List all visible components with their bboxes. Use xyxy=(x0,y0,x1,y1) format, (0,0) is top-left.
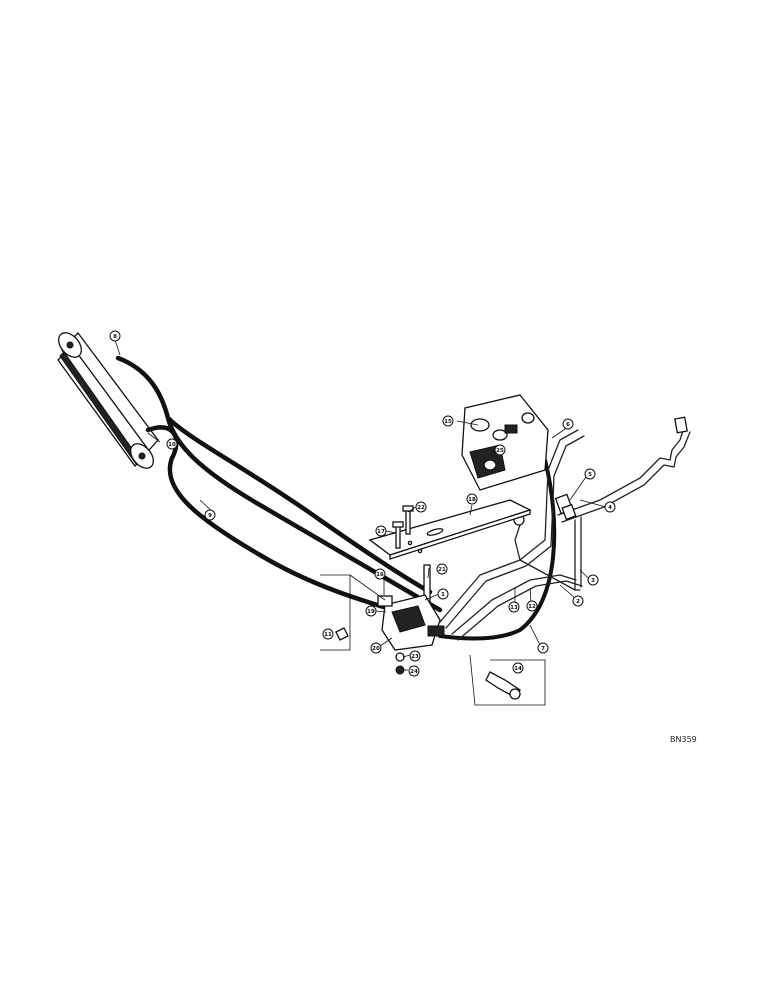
svg-text:9: 9 xyxy=(208,513,212,519)
callout-4: 4 xyxy=(604,501,616,513)
svg-text:21: 21 xyxy=(438,567,446,573)
leader-lines xyxy=(114,339,607,671)
svg-text:12: 12 xyxy=(528,604,536,610)
callout-8: 8 xyxy=(109,330,121,342)
callout-14: 14 xyxy=(512,662,524,674)
callout-17: 17 xyxy=(375,525,387,537)
callout-15-top: 15 xyxy=(442,415,454,427)
svg-text:13: 13 xyxy=(510,605,518,611)
steel-tubes xyxy=(439,427,691,641)
svg-text:25: 25 xyxy=(496,448,504,454)
callout-16: 16 xyxy=(374,568,386,580)
svg-text:8: 8 xyxy=(113,334,117,340)
callout-1: 1 xyxy=(437,588,449,600)
callout-6: 6 xyxy=(562,418,574,430)
callout-13: 13 xyxy=(508,601,520,613)
callout-22: 22 xyxy=(415,501,427,513)
callouts: 8 10 9 15 6 5 4 3 2 7 13 xyxy=(109,330,616,677)
svg-text:15: 15 xyxy=(444,419,452,425)
callout-18: 18 xyxy=(466,493,478,505)
callout-2: 2 xyxy=(572,595,584,607)
callout-9: 9 xyxy=(204,509,216,521)
svg-text:23: 23 xyxy=(411,654,419,660)
svg-text:14: 14 xyxy=(514,666,522,672)
callout-5: 5 xyxy=(584,468,596,480)
callout-12: 12 xyxy=(526,600,538,612)
svg-text:11: 11 xyxy=(324,632,332,638)
inset-box-right xyxy=(469,654,546,706)
svg-text:19: 19 xyxy=(367,609,375,615)
svg-text:2: 2 xyxy=(576,599,580,605)
callout-21: 21 xyxy=(436,563,448,575)
callout-10: 10 xyxy=(166,438,178,450)
svg-text:16: 16 xyxy=(376,572,384,578)
control-valve xyxy=(461,394,549,491)
bolts xyxy=(392,505,431,604)
svg-text:3: 3 xyxy=(591,578,595,584)
svg-text:18: 18 xyxy=(468,497,476,503)
svg-text:24: 24 xyxy=(410,669,418,675)
hose-assemblies xyxy=(115,355,557,641)
svg-text:20: 20 xyxy=(372,646,380,652)
callout-11: 11 xyxy=(322,628,334,640)
callout-7: 7 xyxy=(537,642,549,654)
callout-23: 23 xyxy=(409,650,421,662)
callout-20: 20 xyxy=(370,642,382,654)
callout-19: 19 xyxy=(365,605,377,617)
callout-3: 3 xyxy=(587,574,599,586)
svg-text:6: 6 xyxy=(566,422,570,428)
mounting-bracket xyxy=(368,499,532,560)
drawing-code: BN359 xyxy=(670,735,697,744)
svg-text:10: 10 xyxy=(168,442,176,448)
svg-text:17: 17 xyxy=(377,529,385,535)
svg-text:1: 1 xyxy=(441,592,445,598)
callout-24: 24 xyxy=(408,665,420,677)
callout-25: 25 xyxy=(494,444,506,456)
svg-text:7: 7 xyxy=(541,646,545,652)
inset-box-left xyxy=(320,574,386,651)
svg-text:5: 5 xyxy=(588,472,592,478)
lower-valve-block xyxy=(377,594,445,675)
hydraulic-cylinder xyxy=(57,331,159,469)
svg-text:22: 22 xyxy=(417,505,425,511)
svg-text:4: 4 xyxy=(608,505,612,511)
